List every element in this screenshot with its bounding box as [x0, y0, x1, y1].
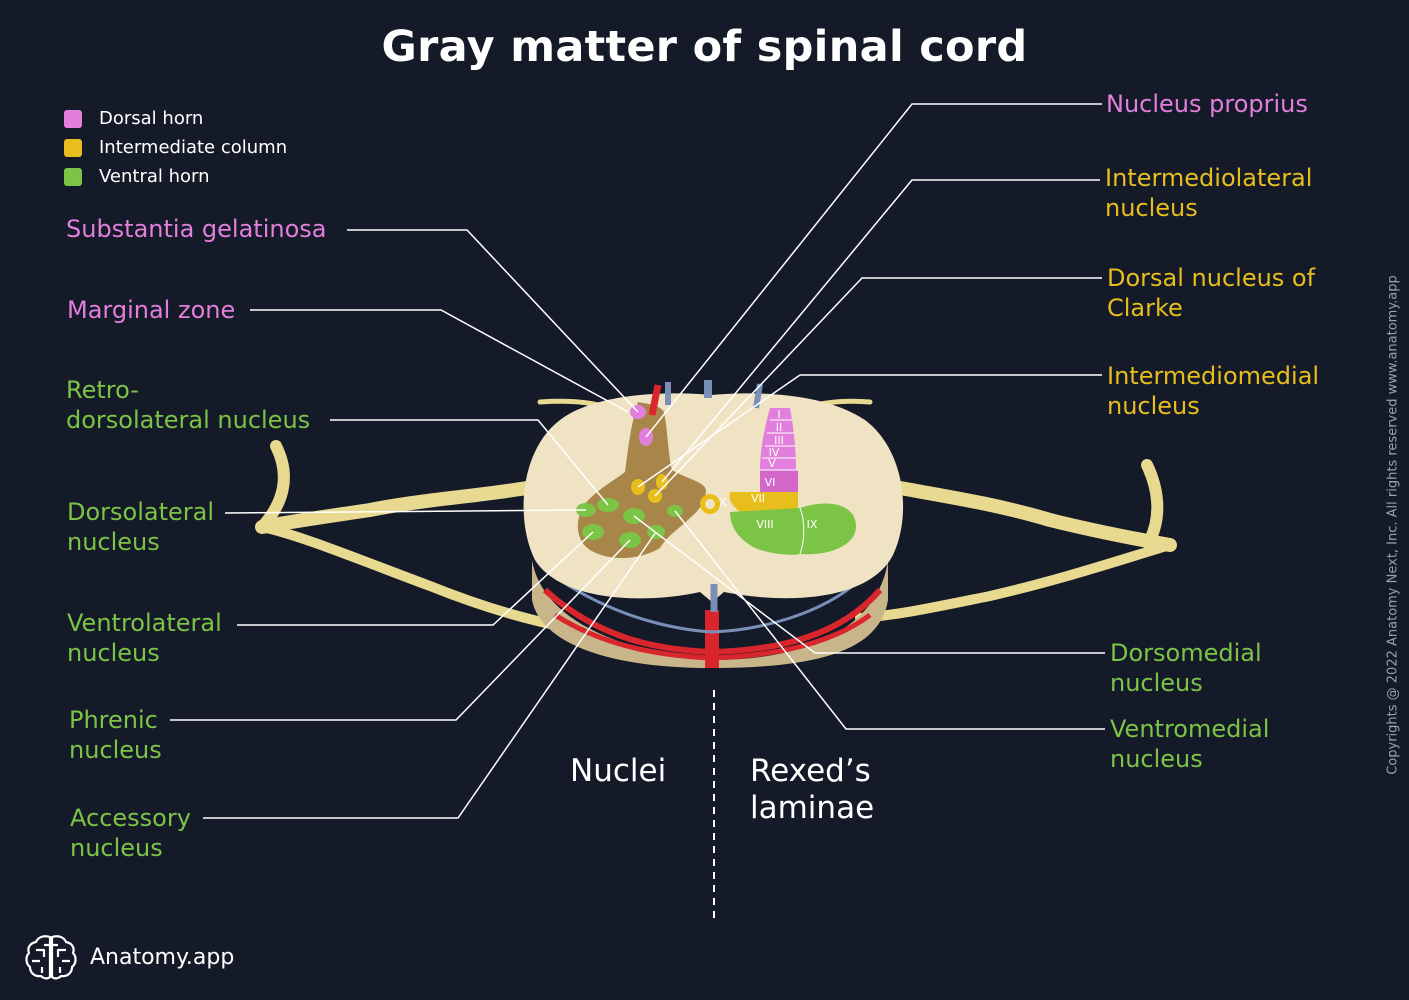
legend-label: Intermediate column	[99, 137, 288, 158]
label-ventromedial-line1: Ventromedial	[1110, 715, 1270, 743]
spinal-nerve-right	[767, 398, 1177, 623]
label-intermediomedial-line1: Intermediomedial	[1107, 362, 1320, 390]
dorsal-horn-swatch	[64, 109, 82, 128]
gray-matter-nuclei-side	[577, 402, 706, 559]
lamina-label: I	[777, 408, 780, 421]
label-dorsolateral-line2: nucleus	[67, 528, 160, 556]
label-accessory-line2: nucleus	[70, 834, 163, 862]
lamina-label: V	[768, 457, 776, 470]
intermediate-column-swatch	[64, 138, 82, 157]
brand: Anatomy.app	[24, 933, 234, 981]
label-clarke-line2: Clarke	[1107, 294, 1183, 322]
page-title: Gray matter of spinal cord	[381, 22, 1028, 72]
legend: Dorsal horn Intermediate column Ventral …	[64, 104, 287, 191]
label-phrenic-line2: nucleus	[69, 736, 162, 764]
lamina-label: X	[719, 496, 727, 509]
label-intermediolateral-line2: nucleus	[1105, 194, 1198, 222]
legend-item-ventral-horn: Ventral horn	[64, 162, 287, 191]
lamina-label: VI	[765, 476, 776, 489]
section-rexed-line2: laminae	[750, 790, 875, 826]
brain-logo-icon	[25, 935, 77, 980]
vessels	[648, 380, 763, 612]
lamina-label: VII	[751, 492, 765, 505]
label-nucleus-proprius: Nucleus proprius	[1106, 90, 1308, 118]
label-marginal-zone: Marginal zone	[67, 296, 236, 324]
legend-label: Dorsal horn	[99, 108, 204, 129]
label-intermediolateral-line1: Intermediolateral	[1105, 164, 1313, 192]
label-ventromedial-line2: nucleus	[1110, 745, 1203, 773]
label-retro-dorsolateral-line2: dorsolateral nucleus	[66, 406, 311, 434]
label-substantia-gelatinosa: Substantia gelatinosa	[66, 215, 327, 243]
lamina-label: IX	[807, 518, 818, 531]
label-dorsolateral-line1: Dorsolateral	[67, 498, 215, 526]
brand-name: Anatomy.app	[90, 944, 235, 970]
label-dorsomedial-line2: nucleus	[1110, 669, 1203, 697]
section-rexed-line1: Rexed’s	[750, 753, 871, 789]
legend-label: Ventral horn	[99, 166, 210, 187]
label-clarke-line1: Dorsal nucleus of	[1107, 264, 1316, 292]
label-dorsomedial-line1: Dorsomedial	[1110, 639, 1262, 667]
label-ventrolateral-line1: Ventrolateral	[67, 609, 222, 637]
lamina-label: II	[776, 421, 783, 434]
lamina-label: IV	[769, 446, 780, 459]
rexed-laminae: I II III IV V VI VII VIII IX X	[700, 408, 857, 555]
label-phrenic-line1: Phrenic	[69, 706, 158, 734]
legend-item-dorsal-horn: Dorsal horn	[64, 104, 287, 133]
label-accessory-line1: Accessory	[70, 804, 191, 832]
label-intermediomedial-line2: nucleus	[1107, 392, 1200, 420]
ventral-horn-swatch	[64, 167, 82, 186]
label-retro-dorsolateral-line1: Retro-	[66, 376, 139, 404]
section-nuclei: Nuclei	[570, 753, 667, 789]
lamina-label: III	[774, 434, 784, 447]
leader-lines	[170, 103, 1105, 819]
lamina-label: VIII	[756, 518, 773, 531]
legend-item-intermediate-column: Intermediate column	[64, 133, 287, 162]
cord-cylinder-side	[532, 560, 888, 668]
label-ventrolateral-line2: nucleus	[67, 639, 160, 667]
copyright-text: Copyrights @ 2022 Anatomy Next, Inc. All…	[1385, 275, 1401, 775]
